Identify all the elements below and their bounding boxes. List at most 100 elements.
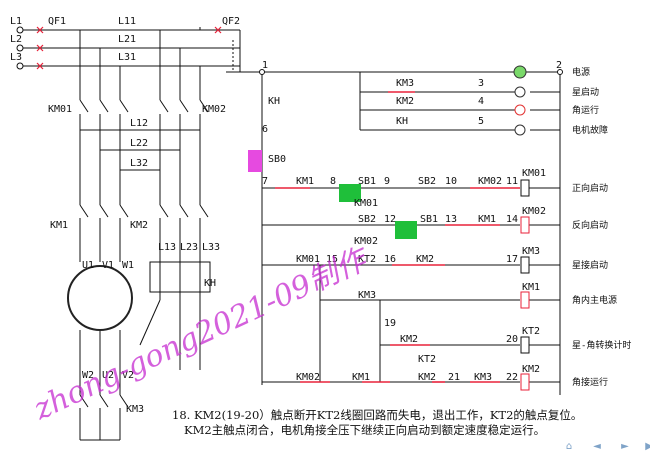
label-l13: L13 (158, 242, 176, 253)
coil-km02: KM02 (522, 206, 546, 217)
node-7: 7 (262, 176, 268, 187)
label-l31: L31 (118, 52, 136, 63)
node-4: 4 (478, 96, 484, 107)
indicator-lamps (513, 65, 527, 136)
label-l3: L3 (10, 52, 22, 63)
label-r1-km02: KM02 (478, 176, 502, 187)
node-16: 16 (384, 254, 396, 265)
node-1: 1 (262, 60, 268, 71)
node-12: 12 (384, 214, 396, 225)
label-motor-fault: 电机故障 (572, 124, 608, 136)
prev-button[interactable]: ◄ (593, 441, 601, 452)
node-21: 21 (448, 372, 460, 383)
node-22: 22 (506, 372, 518, 383)
label-km3-ind: KM3 (396, 78, 414, 89)
label-qf1: QF1 (48, 16, 66, 27)
node-3: 3 (478, 78, 484, 89)
label-km02: KM02 (202, 104, 226, 115)
label-r2-km02: KM02 (354, 236, 378, 247)
label-r3-kt2: KT2 (358, 254, 376, 265)
node-9: 9 (384, 176, 390, 187)
label-delta-run: 角运行 (572, 104, 599, 116)
label-r3-km01: KM01 (296, 254, 320, 265)
label-star-contactor: 星接启动 (572, 259, 608, 271)
label-r2-sb1: SB1 (420, 214, 438, 225)
node-5: 5 (478, 116, 484, 127)
coil-km01: KM01 (522, 168, 546, 179)
label-delta-main: 角内主电源 (572, 294, 617, 306)
sb1-highlight-2 (395, 221, 417, 239)
label-w1: W1 (122, 260, 134, 271)
label-km2: KM2 (130, 220, 148, 231)
coil-km3: KM3 (522, 246, 540, 257)
label-qf2: QF2 (222, 16, 240, 27)
label-u2: U2 (102, 370, 114, 381)
label-sb0: SB0 (268, 154, 286, 165)
sb1-highlight (339, 184, 361, 202)
label-delta-running: 角接运行 (572, 376, 608, 388)
coil-kt2: KT2 (522, 326, 540, 337)
node-11: 11 (506, 176, 518, 187)
node-14: 14 (506, 214, 518, 225)
slide-navigation: ⌂ ◄ ► ▶▶ (560, 440, 650, 454)
label-fwd-start: 正向启动 (572, 182, 608, 194)
node-8: 8 (330, 176, 336, 187)
label-km01: KM01 (48, 104, 72, 115)
node-15: 15 (326, 254, 338, 265)
node-6: 6 (262, 124, 268, 135)
label-v2: V2 (122, 370, 134, 381)
label-km3: KM3 (126, 404, 144, 415)
label-l32: L32 (130, 158, 148, 169)
label-r6-km2: KM2 (418, 372, 436, 383)
node-19: 19 (384, 318, 396, 329)
label-star-delta-timer: 星-角转换计时 (572, 339, 631, 351)
label-v1: V1 (102, 260, 114, 271)
label-r2-km1: KM1 (478, 214, 496, 225)
home-button[interactable]: ⌂ (565, 441, 573, 452)
node-13: 13 (445, 214, 457, 225)
caption-line-2: KM2主触点闭合，电机角接全压下继续正向启动到额定速度稳定运行。 (184, 423, 546, 437)
coil-km1: KM1 (522, 282, 540, 293)
node-2: 2 (556, 60, 562, 71)
label-l2: L2 (10, 34, 22, 45)
label-kh-main: KH (204, 278, 216, 289)
label-r1-sb2: SB2 (418, 176, 436, 187)
label-r6-km1: KM1 (352, 372, 370, 383)
label-rev-start: 反向启动 (572, 219, 608, 231)
label-kh-a: KH (268, 96, 280, 107)
label-r2-sb2: SB2 (358, 214, 376, 225)
label-r6-kt2: KT2 (418, 354, 436, 365)
sb0-highlight (248, 150, 262, 172)
label-l22: L22 (130, 138, 148, 149)
caption: 18. KM2(19-20）触点断开KT2线圈回路而失电，退出工作，KT2的触点… (150, 408, 630, 438)
label-l12: L12 (130, 118, 148, 129)
label-star-start: 星启动 (572, 86, 599, 98)
label-kh-ind: KH (396, 116, 408, 127)
label-r6-km02: KM02 (296, 372, 320, 383)
next-button[interactable]: ► (621, 441, 629, 452)
coil-km2: KM2 (522, 364, 540, 375)
label-l23: L23 (180, 242, 198, 253)
end-button[interactable]: ▶▶ (645, 441, 650, 452)
label-r5-km2: KM2 (400, 334, 418, 345)
caption-line-1: 18. KM2(19-20）触点断开KT2线圈回路而失电，退出工作，KT2的触点… (172, 408, 583, 422)
label-r6-km3: KM3 (474, 372, 492, 383)
label-l21: L21 (118, 34, 136, 45)
label-l11: L11 (118, 16, 136, 27)
label-power: 电源 (572, 66, 590, 78)
label-r3-km2: KM2 (416, 254, 434, 265)
label-km1: KM1 (50, 220, 68, 231)
label-r1-sb1: SB1 (358, 176, 376, 187)
label-l33: L33 (202, 242, 220, 253)
label-w2: W2 (82, 370, 94, 381)
node-20: 20 (506, 334, 518, 345)
label-r1-km01: KM01 (354, 198, 378, 209)
label-r1-km1: KM1 (296, 176, 314, 187)
node-10: 10 (445, 176, 457, 187)
node-17: 17 (506, 254, 518, 265)
label-u1: U1 (82, 260, 94, 271)
label-km2-ind: KM2 (396, 96, 414, 107)
label-l1: L1 (10, 16, 22, 27)
